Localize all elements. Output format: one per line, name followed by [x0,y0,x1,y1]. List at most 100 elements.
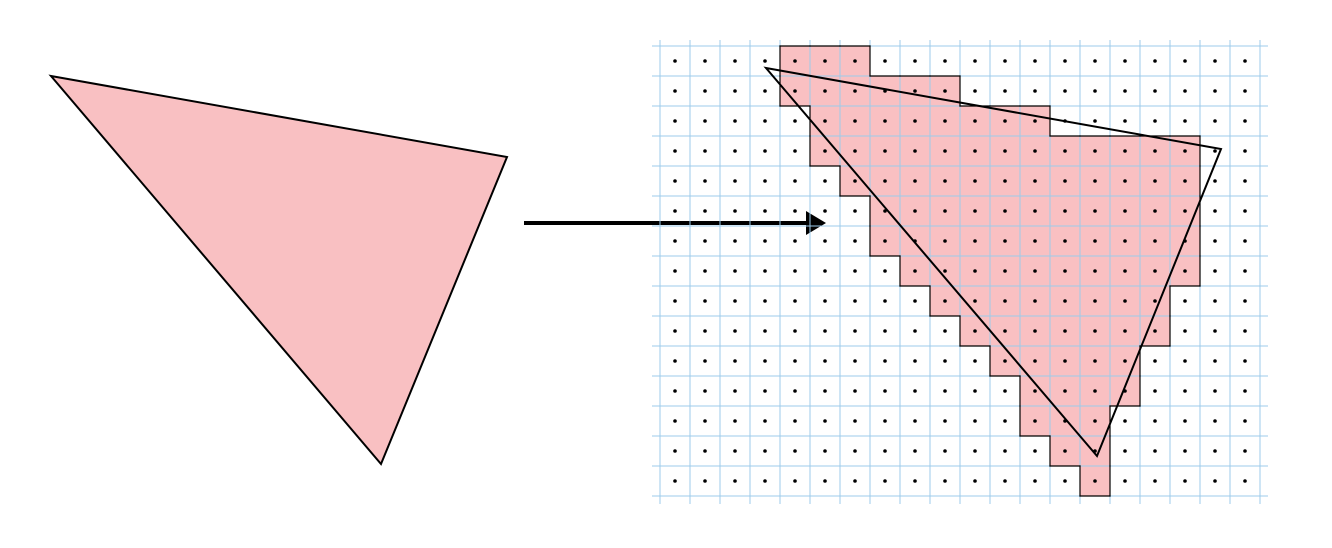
sample-dot [733,209,737,213]
sample-dot [823,359,827,363]
sample-dot [853,119,857,123]
sample-dot [673,329,677,333]
sample-dot [1033,209,1037,213]
sample-dot [823,269,827,273]
sample-dot [913,149,917,153]
sample-dot [1033,359,1037,363]
sample-dot [1093,89,1097,93]
sample-dot [793,239,797,243]
sample-dot [1153,479,1157,483]
sample-dot [943,329,947,333]
sample-dot [763,269,767,273]
sample-dot [853,359,857,363]
sample-dot [1033,389,1037,393]
sample-dot [1003,269,1007,273]
sample-dot [673,239,677,243]
sample-dot [1123,149,1127,153]
sample-dot [823,119,827,123]
sample-dot [1243,479,1247,483]
sample-dot [793,59,797,63]
sample-dot [973,209,977,213]
sample-dot [1003,239,1007,243]
sample-dot [943,179,947,183]
sample-dot [1153,359,1157,363]
sample-dot [1093,479,1097,483]
sample-dot [793,89,797,93]
sample-dot [1213,479,1217,483]
sample-dot [733,269,737,273]
sample-dot [973,389,977,393]
sample-dot [1153,89,1157,93]
sample-dot [1123,479,1127,483]
sample-dot [883,389,887,393]
sample-dot [1033,479,1037,483]
sample-dot [1183,389,1187,393]
sample-dot [853,269,857,273]
sample-dot [1063,239,1067,243]
sample-dot [763,59,767,63]
sample-dot [673,209,677,213]
sample-dot [673,149,677,153]
sample-dot [1123,119,1127,123]
covered-pixels [780,46,1200,496]
sample-dot [673,389,677,393]
sample-dot [1123,359,1127,363]
sample-dot [823,59,827,63]
sample-dot [943,389,947,393]
sample-dot [823,179,827,183]
sample-dot [733,329,737,333]
sample-dot [823,239,827,243]
sample-dot [1213,239,1217,243]
sample-dot [973,299,977,303]
sample-dot [1183,299,1187,303]
sample-dot [943,89,947,93]
sample-dot [1183,119,1187,123]
sample-dot [943,419,947,423]
sample-dot [703,239,707,243]
sample-dot [1213,59,1217,63]
sample-dot [1093,299,1097,303]
sample-dot [943,149,947,153]
sample-dot [733,419,737,423]
sample-dot [1213,89,1217,93]
overlay-triangle-outline [763,66,1223,458]
sample-dot [793,479,797,483]
sample-dot [1123,269,1127,273]
sample-dot [733,239,737,243]
transform-arrow [524,211,826,235]
sample-dot [1093,59,1097,63]
sample-dot [1093,209,1097,213]
sample-dot [943,449,947,453]
sample-dot [943,479,947,483]
sample-dot [763,179,767,183]
sample-dot [1123,329,1127,333]
sample-dot [1153,209,1157,213]
sample-dot [883,269,887,273]
sample-dot [943,359,947,363]
sample-dot [913,179,917,183]
arrow-head [806,211,826,235]
sample-dot [883,119,887,123]
sample-dot [1093,359,1097,363]
sample-dot [1183,419,1187,423]
sample-dot [1183,209,1187,213]
sample-dot [763,449,767,453]
sample-dot [973,329,977,333]
sample-dot [1183,269,1187,273]
sample-dot [1003,389,1007,393]
sample-dot [1123,59,1127,63]
sample-dot [1093,269,1097,273]
sample-dot [1123,209,1127,213]
sample-dot [763,209,767,213]
sample-dot [1123,419,1127,423]
sample-dot [763,239,767,243]
sample-dot [1063,329,1067,333]
sample-dot [673,449,677,453]
sample-dot [913,419,917,423]
sample-dot [853,209,857,213]
sample-dot [973,239,977,243]
sample-dot [733,359,737,363]
sample-dot [1243,149,1247,153]
sample-dot [1033,329,1037,333]
sample-dot [733,59,737,63]
